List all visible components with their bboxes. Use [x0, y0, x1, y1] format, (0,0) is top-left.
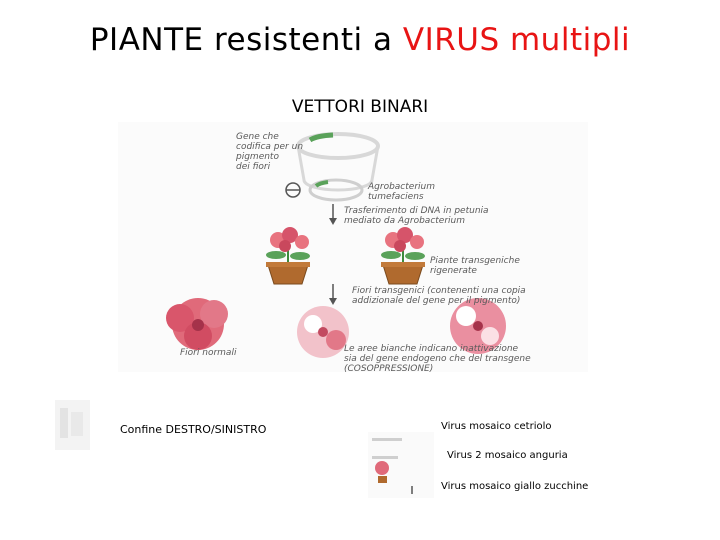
- flowers-label: Fiori transgenici (contenenti una copia …: [352, 286, 526, 306]
- transgenic-plant: [381, 227, 425, 285]
- cosuppression-figure: Gene che codifica per un pigmento dei fi…: [118, 122, 588, 374]
- figure-illustration: [118, 122, 588, 372]
- slide-title: PIANTE resistenti a VIRUS multipli: [0, 22, 720, 58]
- transgenic-flower-2: [450, 298, 506, 354]
- agro-plasmid: [308, 178, 364, 202]
- normal-flower: [166, 298, 228, 350]
- transgenic-flower-1: [297, 306, 349, 358]
- left-thumbnail: [55, 400, 90, 450]
- virus-label-cucumber: Virus mosaico cetriolo: [441, 421, 552, 432]
- plasmid-cylinder: [296, 145, 380, 192]
- transgenic-label: Piante transgeniche rigenerate: [430, 256, 520, 276]
- normal-plant: [266, 227, 310, 285]
- title-highlight: VIRUS multipli: [402, 22, 631, 58]
- gene-segment: [308, 132, 334, 143]
- gene-label: Gene che codifica per un pigmento dei fi…: [236, 132, 304, 172]
- transfer-label: Trasferimento di DNA in petunia mediato …: [344, 206, 489, 226]
- agro-label: Agrobacterium tumefaciens: [368, 182, 435, 202]
- mini-figure-thumbnail: [368, 432, 434, 498]
- title-plain: PIANTE resistenti a: [89, 22, 403, 58]
- normal-flowers-label: Fiori normali: [180, 348, 237, 358]
- slide-subtitle: VETTORI BINARI: [291, 97, 429, 117]
- white-areas-label: Le aree bianche indicano inattivazione s…: [344, 344, 531, 374]
- virus-label-watermelon: Virus 2 mosaico anguria: [447, 450, 568, 461]
- confine-label: Confine DESTRO/SINISTRO: [120, 423, 267, 436]
- virus-label-zucchini: Virus mosaico giallo zucchine: [441, 481, 589, 492]
- agro-gene-segment: [314, 180, 329, 188]
